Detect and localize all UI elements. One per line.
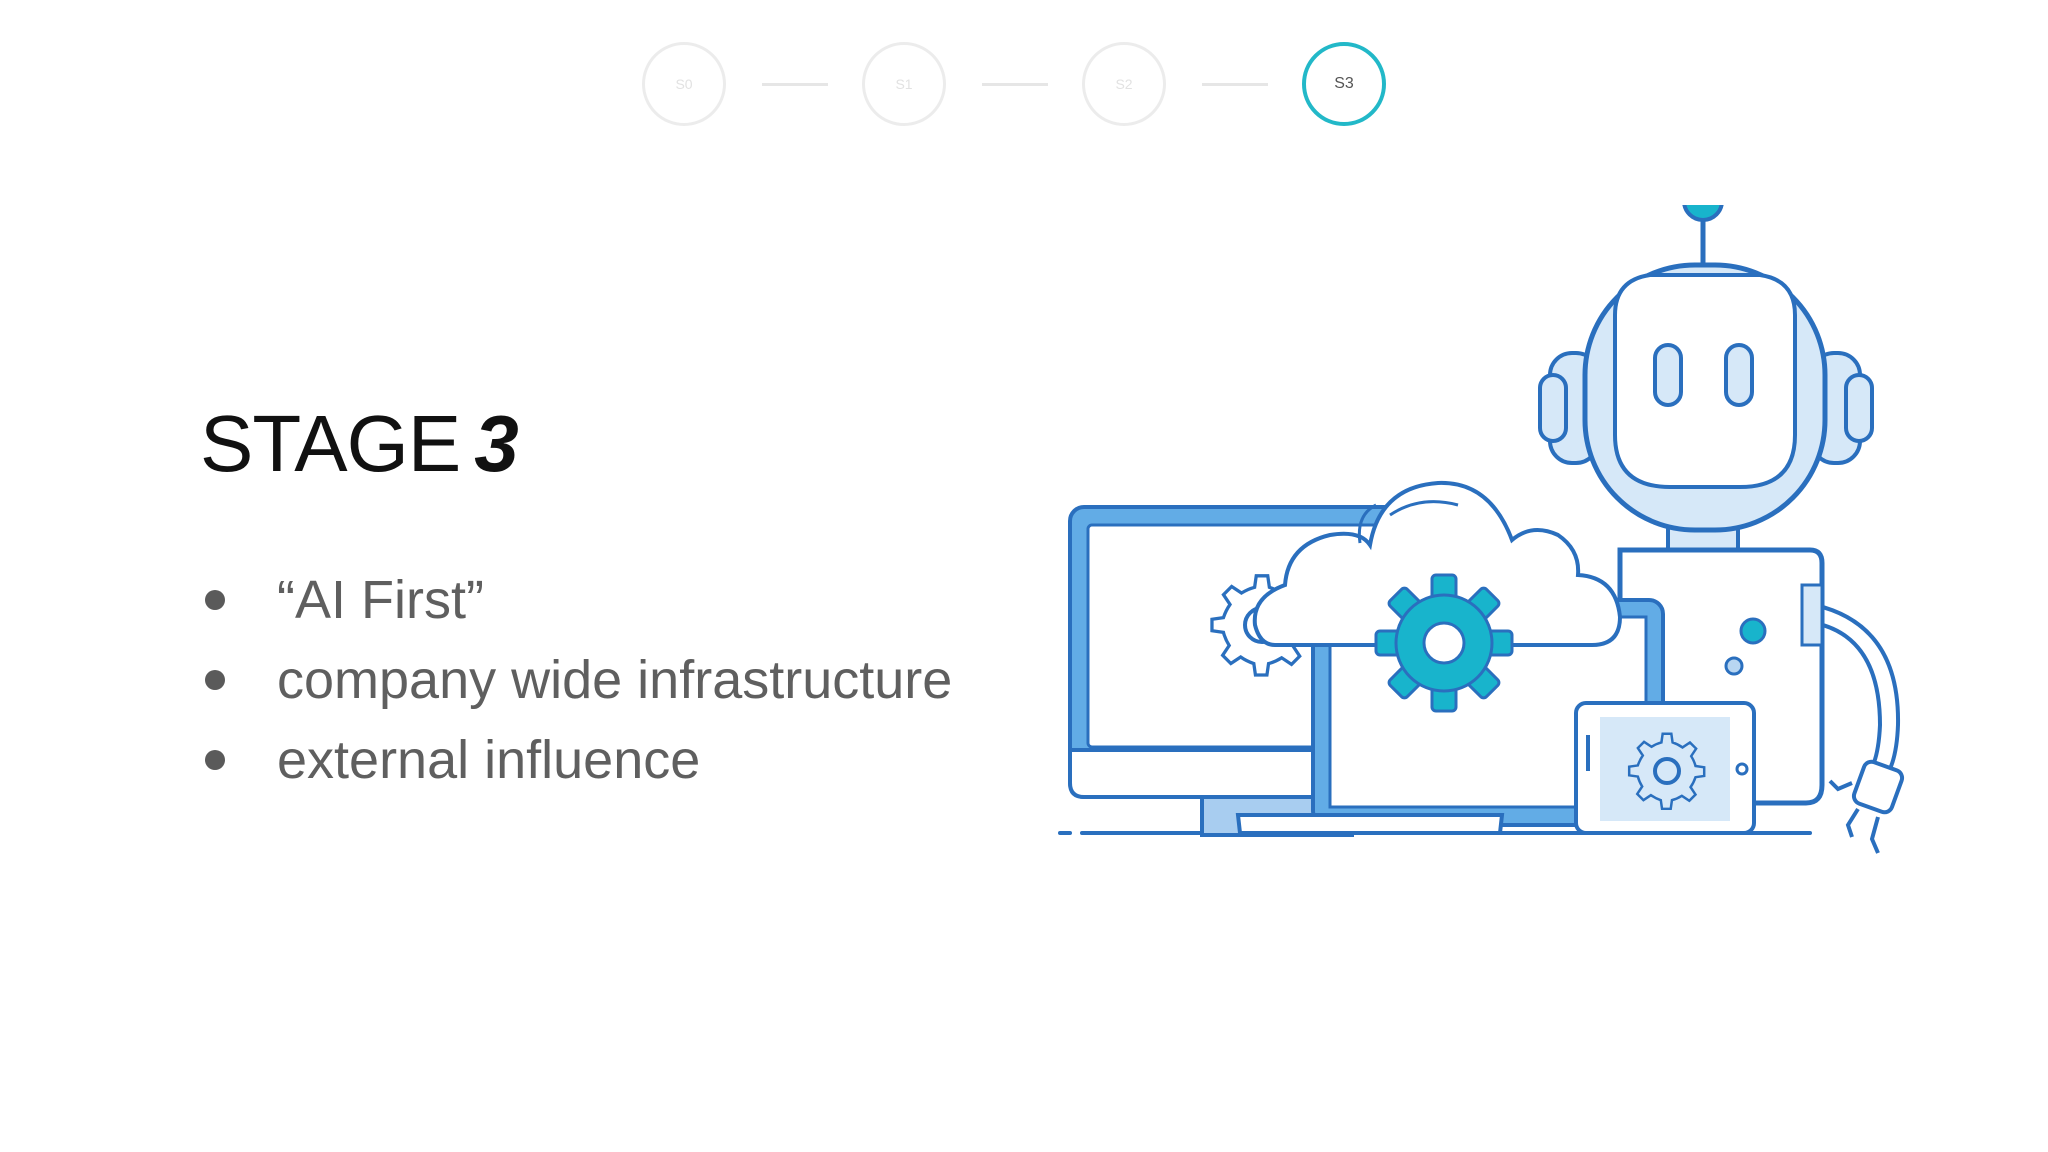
robot-antenna: [1682, 205, 1724, 270]
bullet-text: company wide infrastructure: [277, 650, 953, 710]
list-item: external influence: [200, 720, 952, 800]
bullet-dot-icon: [205, 750, 225, 770]
bullet-dot-icon: [205, 590, 225, 610]
list-item: “AI First”: [200, 560, 952, 640]
step-connector: [1202, 82, 1268, 86]
bullet-list: “AI First” company wide infrastructure e…: [200, 560, 952, 800]
title-prefix: STAGE: [200, 399, 461, 488]
title-number: 3: [474, 399, 518, 488]
bullet-text: external influence: [277, 730, 701, 790]
step-s1[interactable]: S1: [862, 42, 946, 126]
cloud-gear-icon: [1374, 573, 1514, 713]
robot-arm: [1814, 603, 1905, 854]
step-connector: [982, 82, 1048, 86]
tablet-gear-icon: [1627, 732, 1706, 811]
bullet-dot-icon: [205, 670, 225, 690]
robot-cloud-devices-illustration: [1058, 205, 1905, 854]
step-s2[interactable]: S2: [1082, 42, 1166, 126]
step-s0[interactable]: S0: [642, 42, 726, 126]
step-connector: [762, 82, 828, 86]
stage-stepper: S0 S1 S2 S3: [642, 40, 1386, 128]
list-item: company wide infrastructure: [200, 640, 952, 720]
bullet-text: “AI First”: [277, 570, 484, 630]
cloud: [1252, 480, 1623, 647]
step-s3[interactable]: S3: [1302, 42, 1386, 126]
robot-head: [1582, 262, 1828, 533]
